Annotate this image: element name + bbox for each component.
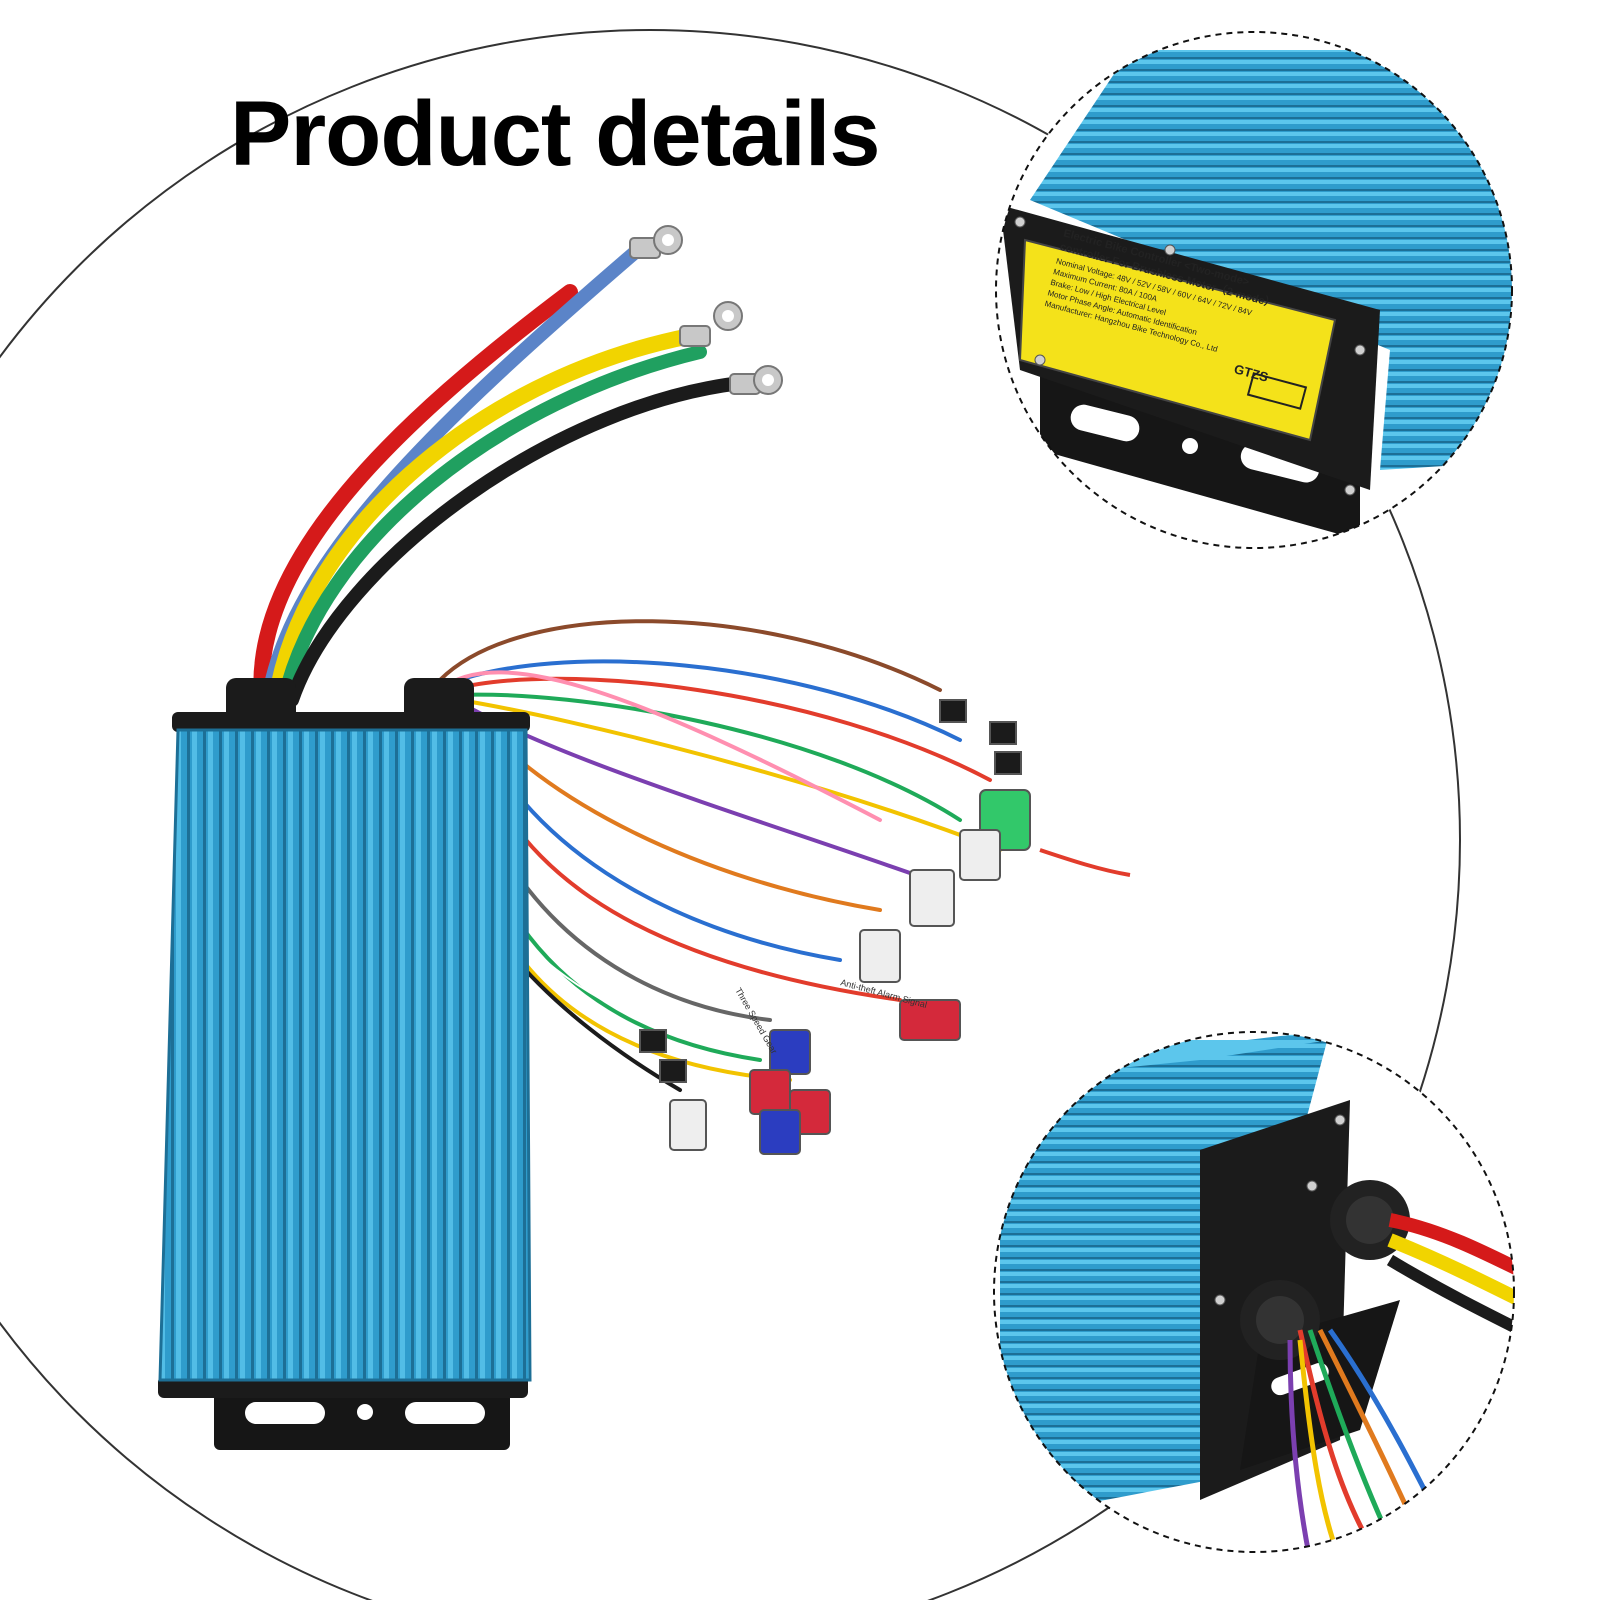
main-controller: [158, 225, 1131, 1450]
background-circle: [0, 29, 1461, 1600]
inset-connector-closeup: [993, 1031, 1515, 1553]
page-title: Product details: [230, 83, 881, 185]
inset-label-closeup: [995, 31, 1513, 549]
tag-three-speed: Three Speed Gear: [733, 986, 779, 1056]
